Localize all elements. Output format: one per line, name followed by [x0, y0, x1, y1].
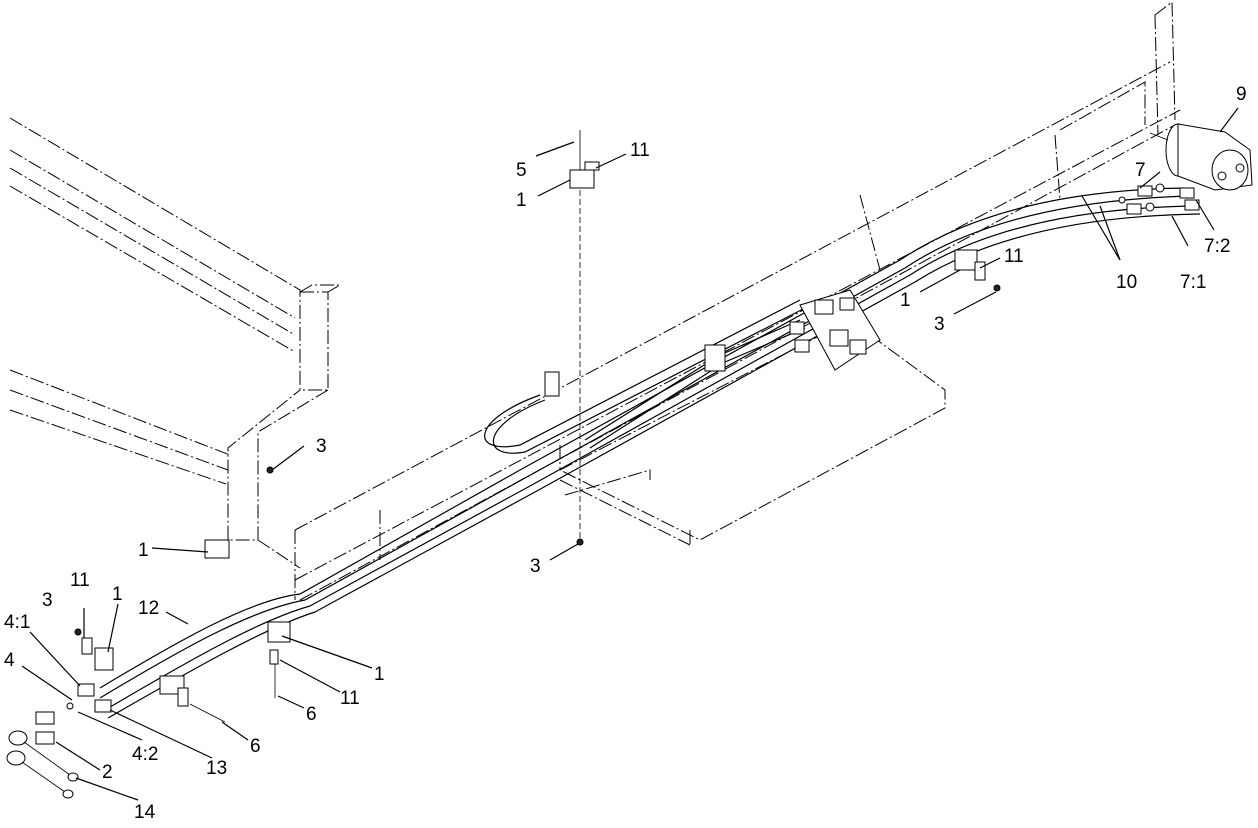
clamp-upper-loop: [544, 371, 560, 397]
callout-12: 12: [138, 598, 159, 619]
fitting-7: [1137, 185, 1153, 197]
control-valve: [789, 289, 881, 371]
coupler-4: [35, 711, 55, 725]
clamp-left-lower: [94, 647, 114, 671]
callout-3-bottom: 3: [530, 556, 541, 577]
nut-right: [993, 284, 1001, 292]
callout-1-left: 1: [138, 540, 149, 561]
o-ring-7-1: [1118, 196, 1126, 204]
quick-couplers: [6, 683, 112, 799]
coupler-2: [35, 731, 55, 745]
plate-mid: [177, 687, 189, 707]
callout-11-left: 11: [70, 570, 90, 591]
o-ring-4-2: [66, 702, 74, 710]
callout-4: 4: [4, 650, 15, 671]
clamp-top: [569, 169, 595, 189]
motor-fittings: [1118, 183, 1200, 215]
callout-14: 14: [134, 802, 156, 823]
valve-platform-outline: [559, 319, 946, 546]
callout-5: 5: [516, 160, 527, 181]
callout-9: 9: [1236, 84, 1247, 105]
callout-13: 13: [206, 758, 227, 779]
callout-6: 6: [250, 736, 261, 757]
callout-4-2: 4:2: [132, 744, 158, 765]
callout-3-right: 3: [934, 314, 945, 335]
callout-11-right: 11: [1004, 246, 1024, 267]
nut-left: [74, 628, 82, 636]
clamp-center: [704, 344, 726, 372]
callout-1-top: 1: [516, 190, 527, 211]
callout-6-lower: 6: [306, 704, 317, 725]
callout-1-lower: 1: [374, 664, 385, 685]
plate-lower: [269, 649, 279, 665]
callout-3-bed: 3: [316, 436, 327, 457]
nut-bottom: [576, 538, 584, 546]
callout-7-2: 7:2: [1204, 236, 1230, 257]
callout-1-right: 1: [900, 290, 911, 311]
clamp-lower: [267, 621, 291, 643]
hydraulic-hoses: [99, 187, 1201, 719]
callout-7: 7: [1135, 160, 1146, 181]
clamp-right: [954, 249, 978, 271]
bolts-and-plates: [74, 130, 1001, 723]
o-ring-7-2: [1155, 183, 1165, 193]
callout-3-left: 3: [42, 590, 53, 611]
plate-top: [584, 161, 600, 171]
plate-left: [81, 637, 93, 655]
hydraulic-motor: [1149, 123, 1253, 191]
callout-7-1: 7:1: [1180, 272, 1206, 293]
plate-right: [974, 261, 986, 281]
callout-10: 10: [1116, 272, 1137, 293]
fitting-7-b: [1126, 203, 1142, 215]
dust-cap-14: [8, 730, 28, 746]
leader-lines: [21, 107, 1239, 801]
callout-11-top: 11: [630, 140, 650, 161]
chassis-rail-outline: [294, 1, 1181, 601]
callout-labels: 9 5 11 1 7 7:2 7:1 10 11 1 3 3 1 3 11 1 …: [4, 84, 1247, 823]
callout-11-lower: 11: [340, 688, 360, 709]
coupler-4-1: [77, 683, 95, 697]
hose-clamps: [94, 169, 978, 695]
callout-1-left-lower: 1: [112, 584, 123, 605]
callout-2: 2: [102, 762, 113, 783]
callout-4-1: 4:1: [4, 612, 30, 633]
clamp-left-upper: [204, 539, 230, 559]
truck-bed-outline: [9, 117, 342, 569]
coupler-13: [94, 699, 112, 713]
